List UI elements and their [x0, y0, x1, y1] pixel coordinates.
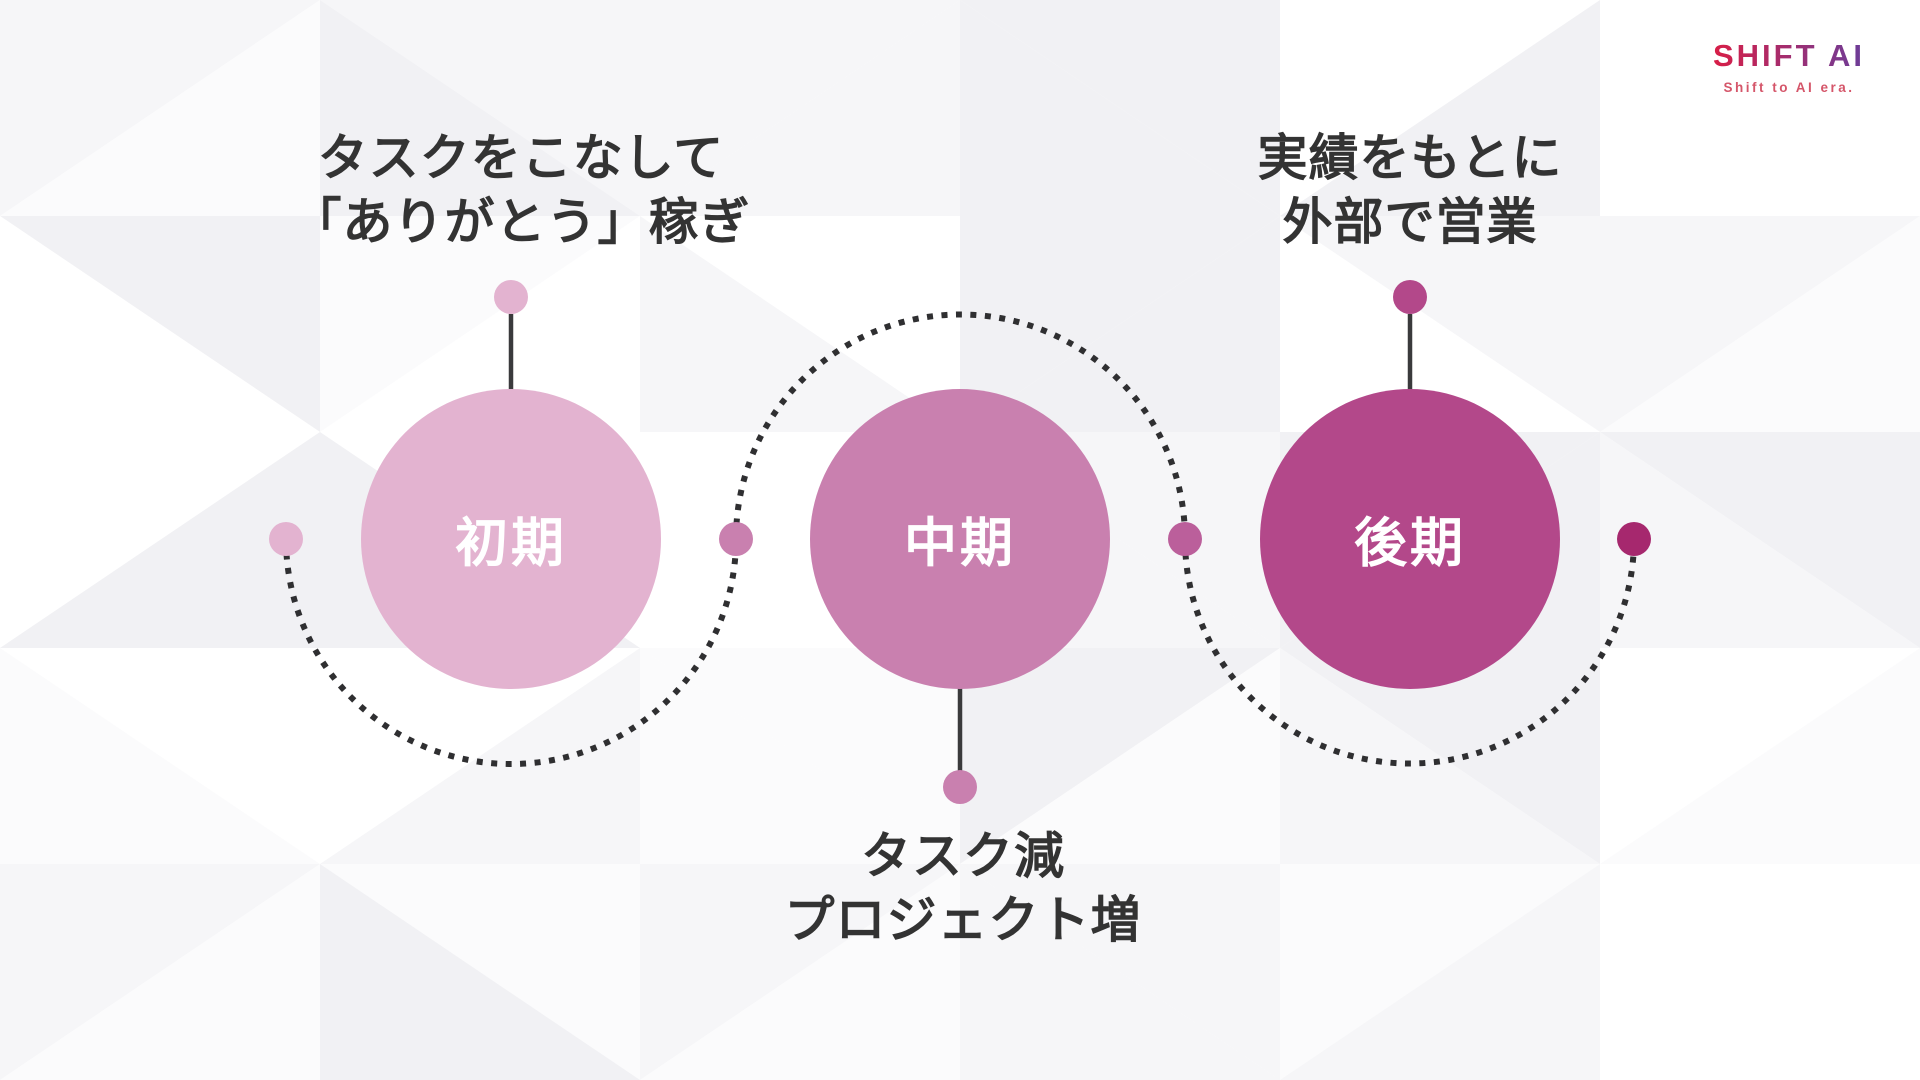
connector-dot-between-1-2 [719, 522, 753, 556]
phase-circle-early [361, 389, 661, 689]
annotation-early-line2: 「ありがとう」稼ぎ [291, 194, 751, 250]
shift-ai-logo: SHIFT AI Shift to AI era. [1684, 30, 1894, 114]
annotation-middle: タスク減 プロジェクト増 [785, 824, 1142, 952]
connector-dot-far-right [1617, 522, 1651, 556]
annotation-middle-line1: タスク減 [861, 828, 1065, 884]
annotation-late: 実績をもとに 外部で営業 [1258, 126, 1563, 254]
phase-label-early: 初期 [455, 514, 567, 573]
connector-dot-between-2-3 [1168, 522, 1202, 556]
phase-label-late: 後期 [1354, 514, 1466, 573]
phase-circle-late [1260, 389, 1560, 689]
connector-dot-far-left [269, 522, 303, 556]
phase-circle-middle [810, 389, 1110, 689]
connector-dot-bottom-middle [943, 770, 977, 804]
annotation-late-line1: 実績をもとに [1257, 130, 1563, 186]
dotted-arc-right [1182, 538, 1637, 767]
shift-ai-logo-graphic: SHIFT AI Shift to AI era. [1713, 38, 1865, 95]
connector-dot-top-early [494, 280, 528, 314]
annotation-middle-line2: プロジェクト増 [784, 892, 1142, 948]
annotation-early-line1: タスクをこなして [317, 130, 725, 186]
dotted-arc-left [283, 538, 739, 767]
phase-label-middle: 中期 [904, 514, 1016, 573]
dotted-arc-middle [733, 311, 1188, 540]
logo-title: SHIFT AI [1713, 38, 1865, 73]
connector-dot-top-late [1393, 280, 1427, 314]
logo-tagline: Shift to AI era. [1723, 80, 1854, 95]
annotation-late-line2: 外部で営業 [1282, 194, 1538, 250]
annotation-early: タスクをこなして 「ありがとう」稼ぎ [292, 126, 751, 254]
